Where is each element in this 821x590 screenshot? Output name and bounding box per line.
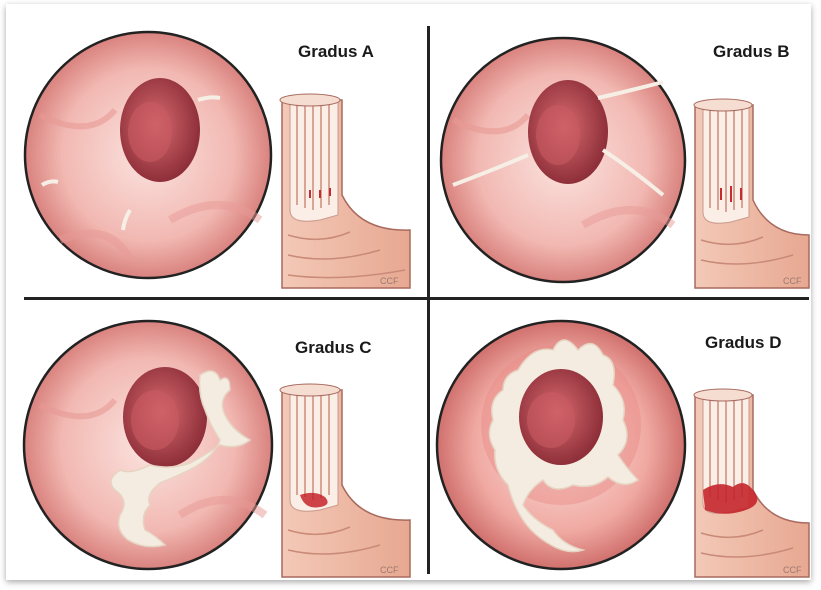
horizontal-divider <box>24 297 809 300</box>
esophagus-cross-section: CCF <box>280 94 410 288</box>
ccf-mark: CCF <box>783 276 802 286</box>
panel-grade-b: CCF Gradus B <box>433 20 813 290</box>
panel-grade-a: CCF Gradus A <box>20 20 420 290</box>
esophagus-cross-section: CCF <box>280 384 410 577</box>
grade-label: Gradus C <box>295 338 372 358</box>
grade-label: Gradus B <box>713 42 790 62</box>
ccf-mark: CCF <box>380 565 399 575</box>
ccf-mark: CCF <box>783 565 802 575</box>
esophagus-cross-section: CCF <box>694 389 809 577</box>
panel-grade-d: CCF Gradus D <box>433 305 813 580</box>
panel-grade-c: CCF Gradus C <box>20 305 420 580</box>
grade-label: Gradus D <box>705 333 782 353</box>
vertical-divider <box>427 26 430 574</box>
esophagus-cross-section: CCF <box>694 99 809 288</box>
ccf-mark: CCF <box>380 276 399 286</box>
grade-label: Gradus A <box>298 42 374 62</box>
